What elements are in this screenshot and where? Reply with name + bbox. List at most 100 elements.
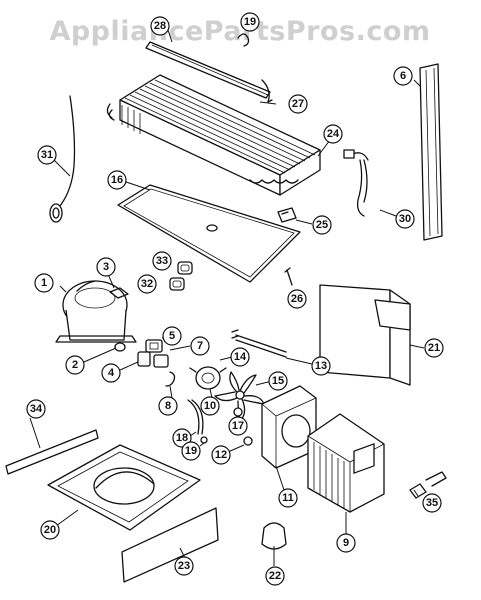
part-34-trim	[5, 429, 99, 475]
part-26-screw	[284, 267, 293, 286]
watermark-text: AppliancePartsPros.com	[49, 16, 430, 47]
part-23-grille	[121, 507, 219, 583]
part-22-cap	[261, 522, 287, 550]
callout-34: 34	[26, 399, 46, 419]
part-1-compressor	[55, 280, 137, 343]
callout-24: 24	[323, 124, 343, 144]
callout-10: 10	[200, 396, 220, 416]
callout-21: 21	[424, 338, 444, 358]
part-3-overload	[109, 287, 129, 299]
part-30-wire-harness	[343, 149, 369, 217]
part-2-plug	[114, 342, 126, 352]
svg-text:20: 20	[44, 524, 56, 536]
part-9-condenser	[307, 413, 385, 513]
part-32-grommet	[169, 277, 185, 291]
svg-text:22: 22	[269, 570, 281, 582]
callout-28: 28	[150, 16, 170, 36]
callout-22: 22	[265, 566, 285, 586]
callout-18: 18	[172, 428, 192, 448]
svg-text:21: 21	[428, 342, 440, 354]
part-14-fan-motor	[189, 366, 227, 390]
svg-text:7: 7	[197, 340, 203, 352]
part-28-rail	[145, 41, 271, 99]
part-12-nut	[243, 436, 253, 446]
part-6-strip	[419, 63, 443, 241]
callout-15: 15	[268, 371, 288, 391]
callout-12: 12	[211, 445, 231, 465]
part-19-clip-top	[237, 33, 250, 47]
callout-14: 14	[230, 347, 250, 367]
callout-26: 26	[287, 289, 307, 309]
svg-text:8: 8	[165, 400, 171, 412]
svg-text:19: 19	[244, 16, 256, 28]
part-25-bracket	[277, 207, 297, 223]
svg-text:19: 19	[185, 445, 197, 457]
callout-13: 13	[311, 356, 331, 376]
callout-33: 33	[152, 251, 172, 271]
svg-text:18: 18	[176, 432, 188, 444]
svg-text:35: 35	[426, 497, 438, 509]
callout-8: 8	[158, 396, 178, 416]
svg-text:17: 17	[232, 420, 244, 432]
part-5-relay	[145, 339, 163, 353]
callout-27: 27	[288, 94, 308, 114]
part-8-clip	[165, 371, 176, 387]
svg-text:28: 28	[154, 20, 166, 32]
part-21-cover	[319, 284, 411, 386]
svg-text:33: 33	[156, 255, 168, 267]
part-20-base-pan	[47, 444, 201, 531]
svg-text:2: 2	[72, 359, 78, 371]
callout-7: 7	[190, 336, 210, 356]
part-7-capacitor	[153, 354, 169, 368]
part-15-fan-blade	[214, 371, 265, 422]
part-19-screw	[200, 436, 208, 444]
part-24-evaporator-coil	[106, 74, 321, 196]
svg-text:4: 4	[108, 367, 115, 379]
svg-text:27: 27	[292, 98, 304, 110]
callout-2: 2	[65, 355, 85, 375]
part-31-drain-tube	[49, 95, 76, 223]
callout-25: 25	[312, 215, 332, 235]
part-33-grommet	[177, 261, 193, 275]
callout-1: 1	[34, 273, 54, 293]
part-16-drain-pan	[117, 184, 301, 283]
callout-16: 16	[107, 170, 127, 190]
callout-30: 30	[395, 209, 415, 229]
callout-32: 32	[137, 274, 157, 294]
callout-9: 9	[336, 533, 356, 553]
callout-31: 31	[37, 145, 57, 165]
svg-text:10: 10	[204, 400, 216, 412]
svg-text:6: 6	[400, 70, 406, 82]
svg-text:34: 34	[30, 403, 43, 415]
part-35-valve	[409, 471, 447, 499]
callout-19-top: 19	[240, 12, 260, 32]
svg-text:26: 26	[291, 293, 303, 305]
part-18-bracket	[187, 399, 204, 435]
svg-text:16: 16	[111, 174, 123, 186]
svg-text:23: 23	[178, 560, 190, 572]
svg-text:31: 31	[41, 149, 53, 161]
svg-text:13: 13	[315, 360, 327, 372]
svg-text:32: 32	[141, 278, 153, 290]
svg-text:24: 24	[327, 128, 340, 140]
part-13-tube	[231, 329, 287, 358]
svg-text:5: 5	[169, 330, 175, 342]
svg-text:30: 30	[399, 213, 411, 225]
svg-text:9: 9	[343, 537, 349, 549]
callout-17: 17	[228, 416, 248, 436]
svg-text:15: 15	[272, 375, 284, 387]
callout-6: 6	[393, 66, 413, 86]
part-4-relay-cover	[137, 351, 151, 367]
svg-text:3: 3	[103, 261, 109, 273]
callout-19: 19	[181, 441, 201, 461]
callout-23: 23	[174, 556, 194, 576]
part-17-retainer	[233, 407, 243, 417]
callout-5: 5	[162, 326, 182, 346]
callout-3: 3	[96, 257, 116, 277]
callout-11: 11	[278, 488, 298, 508]
svg-text:25: 25	[316, 219, 328, 231]
svg-text:14: 14	[234, 351, 247, 363]
svg-text:1: 1	[41, 277, 47, 289]
svg-text:11: 11	[282, 492, 294, 504]
